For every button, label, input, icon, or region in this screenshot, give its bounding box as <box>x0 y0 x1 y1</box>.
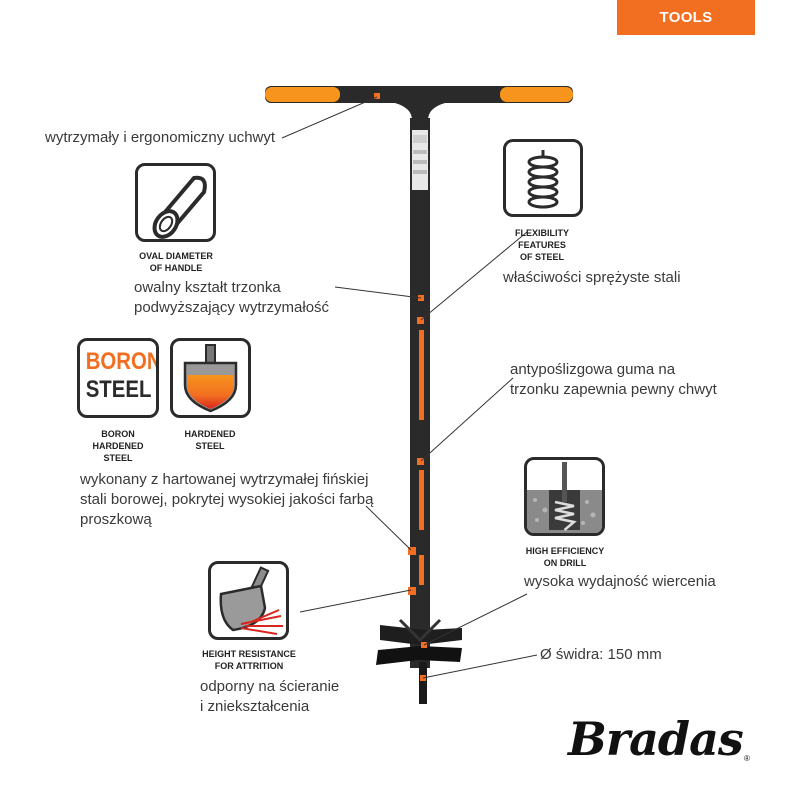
boron-steel-badge: BORON STEEL <box>77 338 159 418</box>
steel-text-line2: stali borowej, pokrytej wysokiej jakości… <box>80 491 374 508</box>
oval-tube-icon <box>135 163 216 242</box>
boron-caption-line1: BORON <box>101 429 135 439</box>
shovel-attrition-icon <box>208 561 289 640</box>
rubber-text-line1: antypoślizgowa guma na <box>510 361 676 378</box>
flex-caption-line3: OF STEEL <box>519 252 564 262</box>
steel-text: wykonany z hartowanej wytrzymałej fiński… <box>80 470 373 530</box>
drill-text: wysoka wydajność wiercenia <box>524 573 716 590</box>
hardened-shovel-icon <box>170 338 251 418</box>
flex-caption: FLEXIBILITY FEATURES OF STEEL <box>497 227 587 263</box>
flex-caption-line1: FLEXIBILITY <box>515 228 569 238</box>
drill-soil-icon <box>524 457 605 536</box>
tools-tab[interactable]: TOOLS <box>617 0 755 35</box>
hardened-caption-line1: HARDENED <box>184 429 236 439</box>
drill-caption-line2: ON DRILL <box>543 558 587 568</box>
bradas-logo: Bradas <box>568 712 744 766</box>
attrition-caption-line1: HEIGHT RESISTANCE <box>202 649 296 659</box>
steel-text-line3: proszkową <box>80 511 152 528</box>
handle-text: wytrzymały i ergonomiczny uchwyt <box>45 129 276 146</box>
diameter-text: Ø świdra: 150 mm <box>540 646 662 663</box>
attrition-text: odporny na ścieranie i zniekształcenia <box>200 677 339 717</box>
hardened-caption: HARDENED STEEL <box>162 428 258 452</box>
boron-badge-line2: STEEL <box>85 376 152 403</box>
boron-caption-line3: STEEL <box>103 453 133 463</box>
flex-caption-line2: FEATURES <box>518 240 566 250</box>
attrition-caption-line2: FOR ATTRITION <box>214 661 284 671</box>
attrition-caption: HEIGHT RESISTANCE FOR ATTRITION <box>196 648 302 672</box>
oval-text: owalny kształt trzonka podwyższający wyt… <box>134 278 329 318</box>
drill-caption-line1: HIGH EFFICIENCY <box>525 546 605 556</box>
rubber-text-line2: trzonku zapewnia pewny chwyt <box>510 381 717 398</box>
attrition-text-line2: i zniekształcenia <box>200 698 310 715</box>
registered-mark: ® <box>744 754 750 763</box>
oval-caption-line2: OF HANDLE <box>149 263 203 273</box>
attrition-text-line1: odporny na ścieranie <box>200 678 340 695</box>
oval-text-line2: podwyższający wytrzymałość <box>134 299 330 316</box>
boron-caption-line2: HARDENED <box>92 441 144 451</box>
spring-icon <box>503 139 583 217</box>
hardened-caption-line2: STEEL <box>195 441 225 451</box>
drill-caption: HIGH EFFICIENCY ON DRILL <box>516 545 614 569</box>
steel-text-line1: wykonany z hartowanej wytrzymałej fiński… <box>80 471 369 488</box>
boron-badge-line1: BORON <box>85 348 159 375</box>
rubber-text: antypoślizgowa guma na trzonku zapewnia … <box>510 360 717 400</box>
oval-text-line1: owalny kształt trzonka <box>134 279 281 296</box>
oval-caption: OVAL DIAMETER OF HANDLE <box>127 250 225 274</box>
oval-caption-line1: OVAL DIAMETER <box>139 251 213 261</box>
flex-text: właściwości sprężyste stali <box>503 269 681 286</box>
boron-caption: BORON HARDENED STEEL <box>70 428 166 464</box>
